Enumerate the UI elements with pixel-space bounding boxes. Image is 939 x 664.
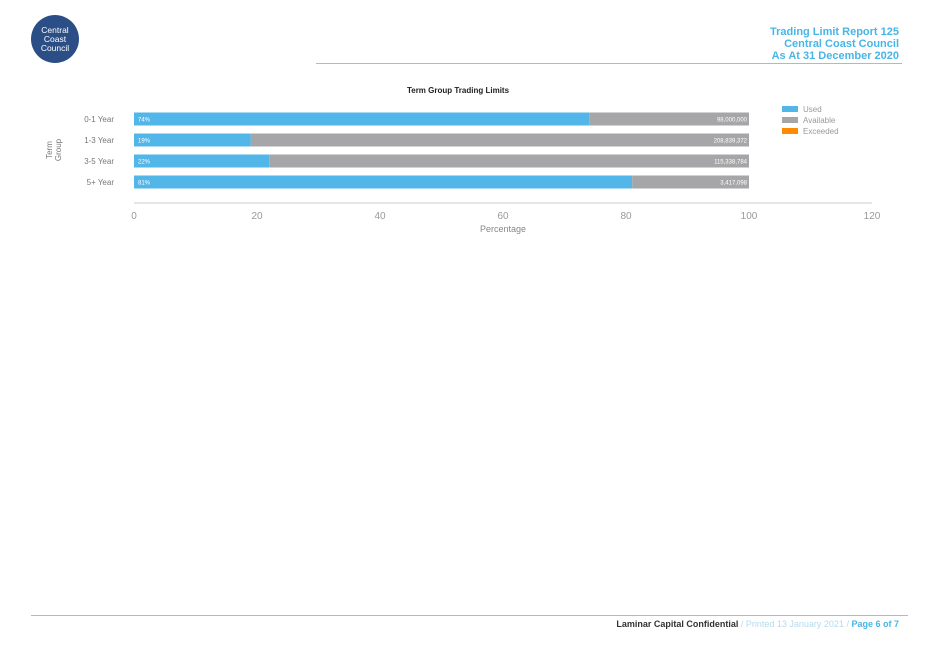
footer-printed-date: Printed 13 January 2021: [745, 619, 844, 629]
chart-title: Term Group Trading Limits: [407, 86, 510, 95]
bar-available: [632, 175, 749, 189]
legend-label: Exceeded: [803, 127, 839, 136]
x-tick-label: 120: [864, 211, 881, 222]
report-organisation: Central Coast Council: [784, 38, 899, 50]
bar-used-label: 81%: [138, 181, 151, 187]
x-tick-label: 100: [741, 211, 758, 222]
bar-available: [250, 133, 749, 147]
x-tick-label: 80: [620, 211, 632, 222]
x-tick-label: 20: [251, 211, 263, 222]
bar-used: [134, 175, 633, 189]
report-header: Trading Limit Report 125 Central Coast C…: [770, 26, 899, 62]
bar-available-label: 115,338,784: [714, 160, 748, 166]
category-label: 5+ Year: [87, 178, 115, 187]
header-divider: [316, 63, 902, 64]
report-date: As At 31 December 2020: [771, 50, 899, 62]
x-tick-label: 0: [131, 211, 137, 222]
footer-confidential: Laminar Capital Confidential: [616, 619, 739, 629]
legend-swatch: [782, 106, 798, 112]
x-axis-label: Percentage: [480, 224, 526, 234]
bar-available-label: 3,417,098: [720, 181, 747, 187]
bar-used: [134, 112, 590, 126]
bar-used-label: 19%: [138, 139, 151, 145]
bar-used-label: 74%: [138, 118, 151, 124]
legend-label: Available: [803, 116, 836, 125]
legend-swatch: [782, 117, 798, 123]
x-tick-label: 40: [374, 211, 386, 222]
category-label: 0-1 Year: [84, 115, 114, 124]
category-label: 1-3 Year: [84, 136, 114, 145]
footer-divider: [31, 615, 908, 616]
report-title: Trading Limit Report 125: [770, 26, 899, 38]
legend-swatch: [782, 128, 798, 134]
x-tick-label: 60: [497, 211, 509, 222]
logo-line-3: Council: [40, 42, 70, 53]
category-label: 3-5 Year: [84, 157, 114, 166]
bar-available: [269, 154, 749, 168]
y-axis-label-line-2: Group: [54, 138, 63, 161]
y-axis-label-line-1: Term: [45, 141, 54, 159]
bar-used: [134, 133, 251, 147]
logo-line-1: Central: [41, 24, 69, 35]
bar-available-label: 208,839,372: [714, 139, 748, 145]
council-logo: Central Coast Council: [31, 15, 79, 63]
bar-used: [134, 154, 270, 168]
bar-available: [589, 112, 749, 126]
page-footer: Laminar Capital Confidential / Printed 1…: [616, 619, 899, 629]
bar-used-label: 22%: [138, 160, 151, 166]
legend-label: Used: [803, 105, 822, 114]
footer-separator: /: [843, 619, 852, 629]
footer-separator: /: [738, 619, 746, 629]
footer-page-number: Page 6 of 7: [851, 619, 899, 629]
logo-line-2: Coast: [43, 33, 67, 44]
bar-available-label: 98,000,000: [717, 118, 748, 124]
